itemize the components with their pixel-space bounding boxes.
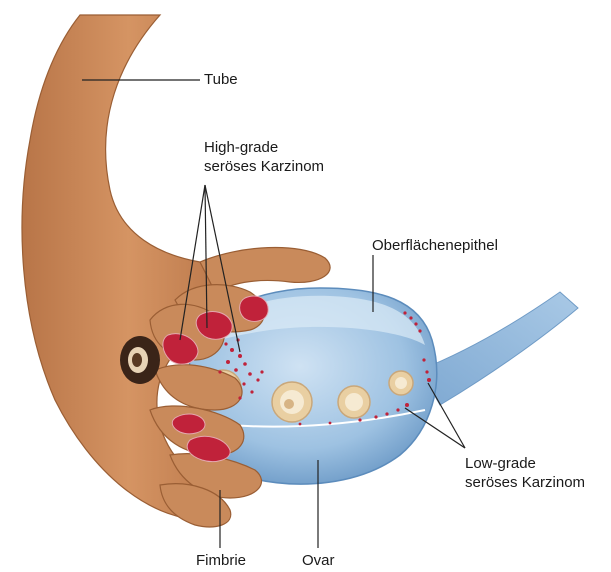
label-surface-epithelium: Oberflächenepithel — [372, 236, 498, 255]
label-high-grade-carcinoma: High-grade seröses Karzinom — [204, 138, 324, 176]
label-low-grade-line2: seröses Karzinom — [465, 473, 585, 492]
label-low-grade-line1: Low-grade — [465, 454, 585, 473]
label-high-grade-line1: High-grade — [204, 138, 324, 157]
label-fimbria: Fimbrie — [196, 551, 246, 570]
label-tube: Tube — [204, 70, 238, 89]
tube-lumen — [120, 336, 160, 384]
label-low-grade-carcinoma: Low-grade seröses Karzinom — [465, 454, 585, 492]
label-ovary: Ovar — [302, 551, 335, 570]
label-high-grade-line2: seröses Karzinom — [204, 157, 324, 176]
ovarian-ligament — [420, 292, 578, 405]
